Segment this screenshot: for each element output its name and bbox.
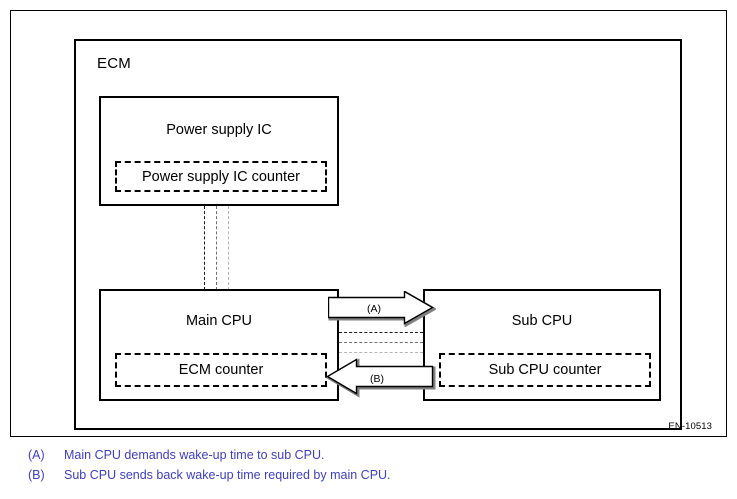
caption-tag-b: (B) bbox=[28, 468, 45, 482]
caption-text-a: Main CPU demands wake-up time to sub CPU… bbox=[64, 448, 325, 462]
caption-block: (A) Main CPU demands wake-up time to sub… bbox=[28, 448, 718, 488]
arrow-a-label: (A) bbox=[367, 303, 381, 315]
main-cpu-title: Main CPU bbox=[185, 313, 253, 329]
caption-row-b: (B) Sub CPU sends back wake-up time requ… bbox=[28, 468, 718, 482]
power-supply-ic-title: Power supply IC bbox=[166, 122, 272, 138]
vertical-bus-line-1 bbox=[204, 206, 205, 290]
figure-frame: ECM Power supply IC Power supply IC coun… bbox=[10, 10, 727, 437]
main-cpu-block: Main CPU ECM counter bbox=[99, 289, 339, 401]
sub-cpu-title: Sub CPU bbox=[511, 313, 573, 329]
power-supply-ic-counter-label: Power supply IC counter bbox=[142, 168, 300, 185]
caption-row-a: (A) Main CPU demands wake-up time to sub… bbox=[28, 448, 718, 462]
sub-cpu-block: Sub CPU Sub CPU counter bbox=[423, 289, 661, 401]
horizontal-bus-line-3 bbox=[339, 352, 423, 353]
arrow-b-left-icon bbox=[326, 358, 436, 398]
ecm-label: ECM bbox=[97, 55, 131, 72]
arrow-b-label: (B) bbox=[370, 373, 384, 385]
power-supply-ic-counter-box: Power supply IC counter bbox=[115, 161, 327, 192]
horizontal-bus-line-2 bbox=[339, 342, 423, 343]
sub-cpu-counter-label: Sub CPU counter bbox=[488, 362, 602, 378]
caption-tag-a: (A) bbox=[28, 448, 45, 462]
ecm-counter-label: ECM counter bbox=[178, 362, 264, 378]
arrow-a-right-icon bbox=[328, 291, 436, 327]
caption-text-b: Sub CPU sends back wake-up time required… bbox=[64, 468, 391, 482]
horizontal-bus-line-1 bbox=[339, 332, 423, 333]
power-supply-ic-block: Power supply IC Power supply IC counter bbox=[99, 96, 339, 206]
sub-cpu-counter-box: Sub CPU counter bbox=[439, 353, 651, 387]
vertical-bus-line-2 bbox=[216, 206, 217, 290]
figure-id-label: EN-10513 bbox=[668, 421, 712, 432]
ecm-counter-box: ECM counter bbox=[115, 353, 327, 387]
vertical-bus-line-3 bbox=[228, 206, 229, 290]
